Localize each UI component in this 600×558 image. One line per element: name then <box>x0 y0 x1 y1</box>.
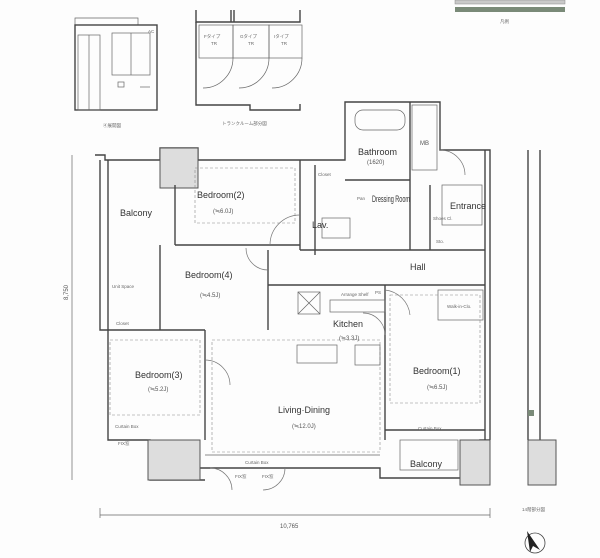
closet-label-2: Closet <box>116 321 130 326</box>
room-label-kitchen: Kitchen <box>333 319 363 329</box>
floor-caption: 14階部分図 <box>522 506 546 513</box>
dimension-width: 10,765 <box>280 524 299 530</box>
door-swings <box>204 149 466 491</box>
curtain-box-label-1: Curtain Box <box>115 424 139 429</box>
bathroom-size: (1620) <box>367 160 384 166</box>
unit-space-label: Unit Space <box>112 284 135 289</box>
trunk-room-detail: Fタイプ TR Gタイプ TR Iタイプ TR トランクルーム部分図 <box>195 10 303 127</box>
bedroom-4-size: (≒4.5J) <box>200 293 220 299</box>
trunk-type-f: Fタイプ <box>204 33 221 40</box>
ac-label: AC <box>148 29 155 34</box>
ps-label: PS <box>375 290 381 295</box>
room-label-entrance: Entrance <box>450 201 486 211</box>
bedroom-3-size: (≒5.2J) <box>148 387 168 393</box>
room-label-living-dining: Living·Dining <box>278 405 330 415</box>
elevation-detail: AC ④展開図 <box>74 17 158 129</box>
fix-window-label-1: FIX窓 <box>118 440 130 446</box>
dimension-depth: 8,750 <box>64 284 70 300</box>
fix-window-label-3: FIX窓 <box>262 473 274 479</box>
room-label-bedroom-2: Bedroom(2) <box>197 190 245 200</box>
trunk-caption: トランクルーム部分図 <box>222 120 267 127</box>
room-label-balcony-left: Balcony <box>120 208 153 218</box>
storage-label: Sto. <box>436 239 444 244</box>
room-label-dressing: Dressing Room <box>372 194 410 204</box>
arrange-shelf-label: Arrange Shelf <box>341 292 369 297</box>
trunk-code-f: TR <box>211 41 218 46</box>
trunk-type-g: Gタイプ <box>240 33 258 40</box>
room-label-bedroom-4: Bedroom(4) <box>185 270 233 280</box>
curtain-box-label-2: Curtain Box <box>245 460 269 465</box>
trunk-code-g: TR <box>248 41 255 46</box>
room-label-bedroom-3: Bedroom(3) <box>135 370 183 380</box>
room-label-bedroom-1: Bedroom(1) <box>413 366 461 376</box>
trunk-code-i: TR <box>281 41 288 46</box>
curtain-box-label-3: Curtain Box <box>418 426 442 431</box>
room-label-lav: Lav. <box>312 220 328 230</box>
kitchen-size: (≒3.3J) <box>339 336 359 342</box>
room-label-mb: MB <box>420 141 429 147</box>
bedroom-1-size: (≒6.5J) <box>427 385 447 391</box>
trunk-type-i: Iタイプ <box>274 33 289 40</box>
fix-window-label-2: FIX窓 <box>235 473 247 479</box>
adjacent-unit <box>527 150 557 486</box>
closet-label: Closet <box>318 172 332 177</box>
legend-strip: 凡例 <box>454 0 566 25</box>
interior-walls <box>108 102 485 471</box>
shoes-closet-label: Shoes Cl. <box>433 216 453 221</box>
walk-in-closet-label: Walk-in-Clo. <box>447 304 471 309</box>
room-label-hall: Hall <box>410 262 426 272</box>
north-arrow-icon <box>524 531 546 554</box>
legend-caption: 凡例 <box>500 18 509 25</box>
dimension-lines: 10,765 8,750 <box>64 155 491 530</box>
pan-label: Pan <box>357 196 366 201</box>
room-label-balcony-right: Balcony <box>410 459 443 469</box>
elevation-caption: ④展開図 <box>103 122 121 129</box>
room-label-bathroom: Bathroom <box>358 147 397 157</box>
bedroom-2-size: (≒6.0J) <box>213 209 233 215</box>
living-dining-size: (≒12.0J) <box>292 424 316 430</box>
